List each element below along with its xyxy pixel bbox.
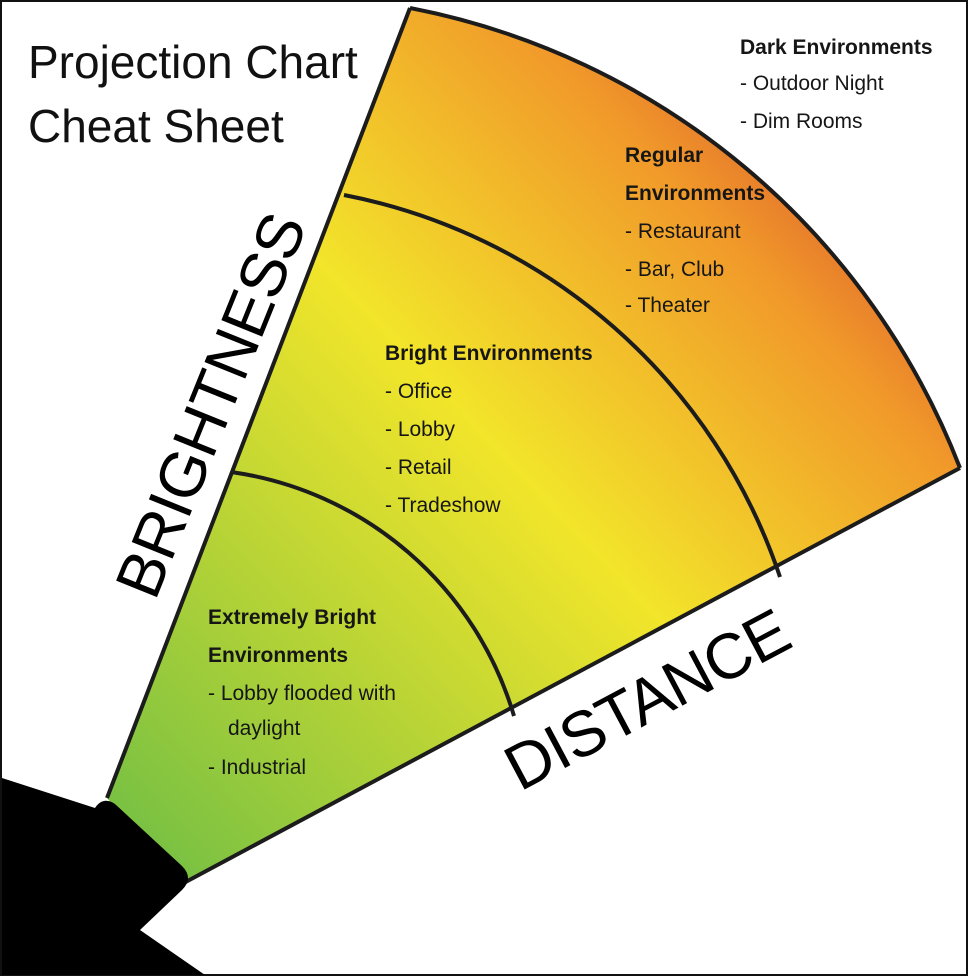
zone-item: - Lobby [385, 418, 456, 441]
zone-heading: Regular [625, 144, 703, 167]
zone-heading: Environments [625, 182, 765, 205]
zone-item: - Restaurant [625, 220, 741, 243]
zone-item: - Outdoor Night [740, 72, 884, 95]
zone-item: - Bar, Club [625, 258, 724, 281]
zone-item: - Office [385, 380, 452, 403]
zone-heading: Extremely Bright [208, 606, 376, 629]
zone-heading: Environments [208, 644, 348, 667]
zone-item: - Industrial [208, 756, 306, 779]
zone-bright: Bright Environments - Office - Lobby - R… [385, 342, 593, 517]
zone-extremely-bright: Extremely Bright Environments - Lobby fl… [208, 606, 396, 779]
light-beam [107, 8, 960, 885]
chart-title-line-2: Cheat Sheet [28, 100, 284, 152]
zone-item: - Tradeshow [385, 494, 501, 517]
zone-item: - Theater [625, 294, 710, 317]
zone-arc-2 [343, 193, 782, 578]
zone-item: - Retail [385, 456, 452, 479]
zone-dark: Dark Environments - Outdoor Night - Dim … [740, 36, 933, 133]
zone-item: - Dim Rooms [740, 110, 863, 133]
zone-heading: Bright Environments [385, 342, 593, 365]
zone-arc-3 [409, 6, 962, 469]
chart-title-line-1: Projection Chart [28, 36, 358, 88]
projector-icon [2, 778, 205, 975]
zone-arc-1 [230, 470, 516, 717]
beam-edge-distance [179, 466, 961, 887]
zone-heading: Dark Environments [740, 36, 933, 59]
zone-regular: Regular Environments - Restaurant - Bar,… [625, 144, 765, 317]
zone-item: daylight [228, 717, 301, 740]
beam-edge-brightness [105, 7, 412, 799]
zone-item: - Lobby flooded with [208, 682, 396, 705]
